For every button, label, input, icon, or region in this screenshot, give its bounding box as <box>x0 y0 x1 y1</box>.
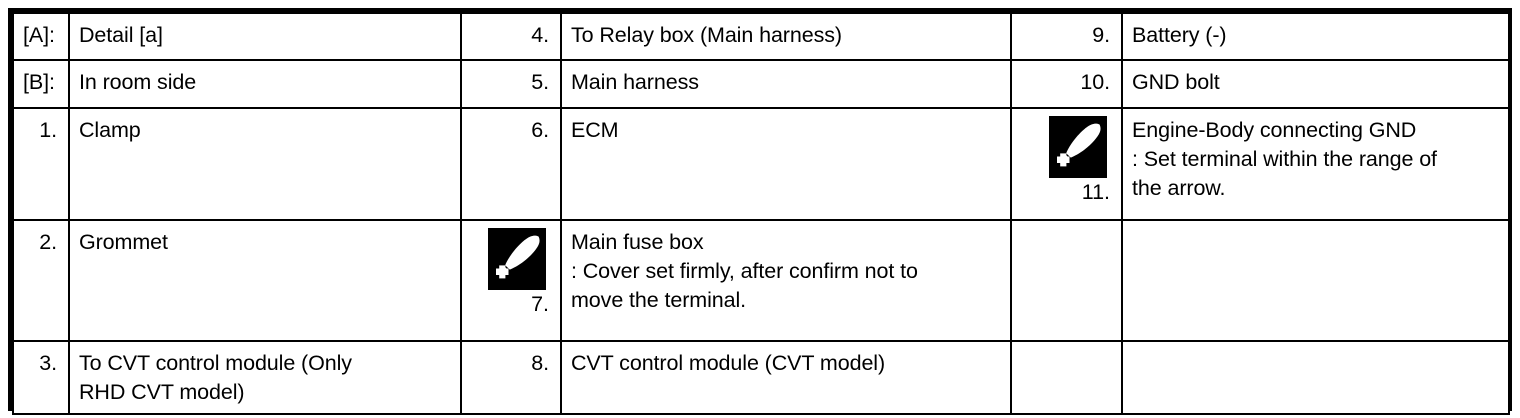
index-label: 7. <box>531 292 549 316</box>
index-label: 6. <box>531 118 549 142</box>
index-cell-1: 1. <box>12 107 70 221</box>
description-text: To CVT control module (Only RHD CVT mode… <box>79 351 352 404</box>
index-cell-8: 8. <box>460 340 562 415</box>
description-cell-2: Grommet <box>68 219 462 342</box>
index-cell-9: 9. <box>1010 12 1123 61</box>
description-text: Detail [a] <box>79 23 163 47</box>
index-label <box>1012 342 1121 355</box>
index-label: 4. <box>531 23 549 47</box>
description-text: Clamp <box>79 118 141 142</box>
description-text: ECM <box>571 118 619 142</box>
description-text: Battery (-) <box>1132 23 1227 47</box>
description-cell-7: Main fuse box : Cover set firmly, after … <box>560 219 1012 342</box>
description-cell-10: GND bolt <box>1121 59 1510 109</box>
index-cell-5: 5. <box>460 59 562 109</box>
index-cell-6: 6. <box>460 107 562 221</box>
index-label: 1. <box>39 118 57 142</box>
parts-legend-table: [A]: Detail [a] 4. To Relay box (Main ha… <box>12 12 1510 415</box>
description-cell-empty-2 <box>1121 340 1510 415</box>
legend-table-frame: [A]: Detail [a] 4. To Relay box (Main ha… <box>8 8 1512 415</box>
index-label <box>1012 221 1121 234</box>
index-cell-11: 11. <box>1010 107 1123 221</box>
index-with-icon: 7. <box>462 221 560 324</box>
table-row: [A]: Detail [a] 4. To Relay box (Main ha… <box>12 12 1510 61</box>
index-label: 11. <box>1081 180 1110 204</box>
description-text: In room side <box>79 70 197 94</box>
index-label: 9. <box>1092 23 1110 47</box>
table-row: 2. Grommet <box>12 219 1510 342</box>
description-text: To Relay box (Main harness) <box>571 23 842 47</box>
table-row: 3. To CVT control module (Only RHD CVT m… <box>12 340 1510 415</box>
description-cell-empty-1 <box>1121 219 1510 342</box>
index-cell-2: 2. <box>12 219 70 342</box>
description-text: GND bolt <box>1132 70 1220 94</box>
description-text: Grommet <box>79 230 168 254</box>
index-label: 5. <box>531 70 549 94</box>
index-cell-10: 10. <box>1010 59 1123 109</box>
description-text <box>1123 342 1508 355</box>
table-row: [B]: In room side 5. Main harness 10. GN… <box>12 59 1510 109</box>
set-terminal-range-arrow-icon <box>488 228 546 290</box>
index-label: 2. <box>39 230 57 254</box>
description-text: Main fuse box : Cover set firmly, after … <box>571 230 918 312</box>
description-cell-3: To CVT control module (Only RHD CVT mode… <box>68 340 462 415</box>
index-cell-b: [B]: <box>12 59 70 109</box>
description-text <box>1123 221 1508 234</box>
index-label: [A]: <box>23 23 55 47</box>
index-cell-empty-1 <box>1010 219 1123 342</box>
description-cell-b: In room side <box>68 59 462 109</box>
description-cell-4: To Relay box (Main harness) <box>560 12 1012 61</box>
description-cell-a: Detail [a] <box>68 12 462 61</box>
index-label: [B]: <box>23 70 55 94</box>
index-cell-a: [A]: <box>12 12 70 61</box>
set-terminal-range-arrow-icon <box>1049 116 1107 178</box>
index-label: 10. <box>1080 70 1110 94</box>
index-label: 3. <box>39 351 57 375</box>
description-cell-1: Clamp <box>68 107 462 221</box>
index-cell-empty-2 <box>1010 340 1123 415</box>
index-cell-7: 7. <box>460 219 562 342</box>
index-cell-4: 4. <box>460 12 562 61</box>
index-label: 8. <box>531 351 549 375</box>
description-cell-5: Main harness <box>560 59 1012 109</box>
description-cell-8: CVT control module (CVT model) <box>560 340 1012 415</box>
description-cell-6: ECM <box>560 107 1012 221</box>
description-text: CVT control module (CVT model) <box>571 351 886 375</box>
index-cell-3: 3. <box>12 340 70 415</box>
table-row: 1. Clamp 6. ECM <box>12 107 1510 221</box>
description-cell-9: Battery (-) <box>1121 12 1510 61</box>
description-text: Main harness <box>571 70 699 94</box>
description-cell-11: Engine-Body connecting GND : Set termina… <box>1121 107 1510 221</box>
index-with-icon: 11. <box>1012 109 1121 212</box>
description-text: Engine-Body connecting GND : Set termina… <box>1132 118 1437 200</box>
